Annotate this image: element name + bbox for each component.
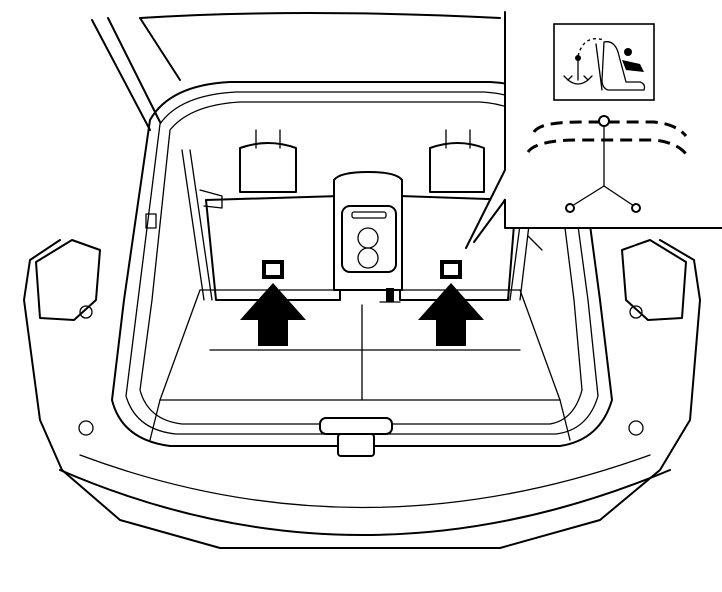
child-seat-top-tether-icon	[553, 23, 655, 101]
callout-arrows	[240, 283, 484, 346]
rear-seats	[205, 129, 517, 303]
tether-strap-hook-icon	[526, 115, 688, 213]
anchor-markers	[262, 260, 462, 279]
tether-anchor-marker-icon	[262, 260, 284, 279]
tether-anchor-marker-icon	[440, 260, 462, 279]
vehicle-body-outline	[23, 12, 701, 549]
inset-panel	[465, 0, 722, 249]
cargo-interior	[145, 149, 571, 441]
up-arrow-icon	[240, 283, 306, 346]
up-arrow-icon	[418, 283, 484, 346]
